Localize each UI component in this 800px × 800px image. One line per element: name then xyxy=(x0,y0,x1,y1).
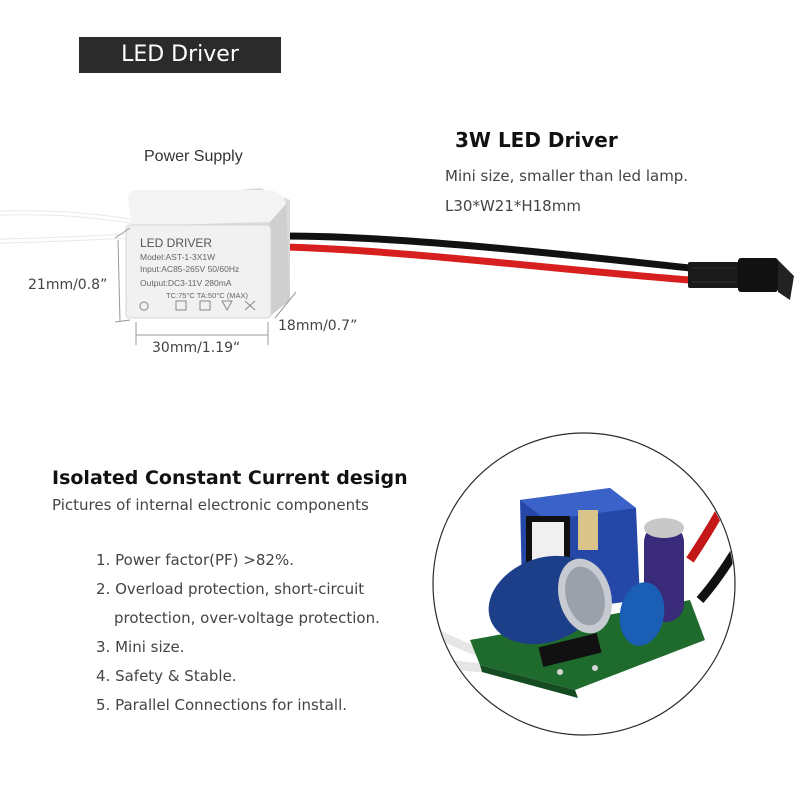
list-item: 2. Overload protection, short-circuit xyxy=(96,580,365,598)
list-item: 1. Power factor(PF) >82%. xyxy=(96,551,294,569)
design-heading: Isolated Constant Current design xyxy=(52,467,408,489)
list-item: protection, over-voltage protection. xyxy=(114,609,380,627)
width-dimension: 30mm/1.19“ xyxy=(152,340,241,356)
product-desc-line1: Mini size, smaller than led lamp. xyxy=(445,167,689,185)
power-supply-label: Power Supply xyxy=(144,148,243,165)
page-title: LED Driver xyxy=(79,37,281,73)
case-input-text: Input:AC85-265V 50/60Hz xyxy=(140,264,239,274)
led-driver-case: LED DRIVER Model:AST-1-3X1W Input:AC85-2… xyxy=(125,188,290,319)
output-wires xyxy=(284,232,691,284)
height-dimension: 21mm/0.8” xyxy=(28,277,108,293)
depth-dimension: 18mm/0.7” xyxy=(278,318,358,334)
design-subtitle: Pictures of internal electronic componen… xyxy=(52,496,369,514)
wire-connector xyxy=(688,258,794,300)
certification-icons xyxy=(139,300,256,312)
list-item: 4. Safety & Stable. xyxy=(96,667,237,685)
dimension-lines xyxy=(114,227,297,345)
case-model-text: Model:AST-1-3X1W xyxy=(140,252,215,262)
case-temp-text: TC:75°C TA:50°C (MAX) xyxy=(166,291,248,300)
product-desc-line2: L30*W21*H18mm xyxy=(445,197,581,215)
case-output-text: Output:DC3-11V 280mA xyxy=(140,278,232,288)
feature-list: 1. Power factor(PF) >82%. 2. Overload pr… xyxy=(96,546,426,720)
white-input-wires xyxy=(0,210,136,244)
list-item: 3. Mini size. xyxy=(96,638,185,656)
internal-components-photo xyxy=(432,432,736,736)
case-brand-text: LED DRIVER xyxy=(140,236,212,250)
list-item: 5. Parallel Connections for install. xyxy=(96,696,348,714)
product-heading: 3W LED Driver xyxy=(455,128,618,152)
